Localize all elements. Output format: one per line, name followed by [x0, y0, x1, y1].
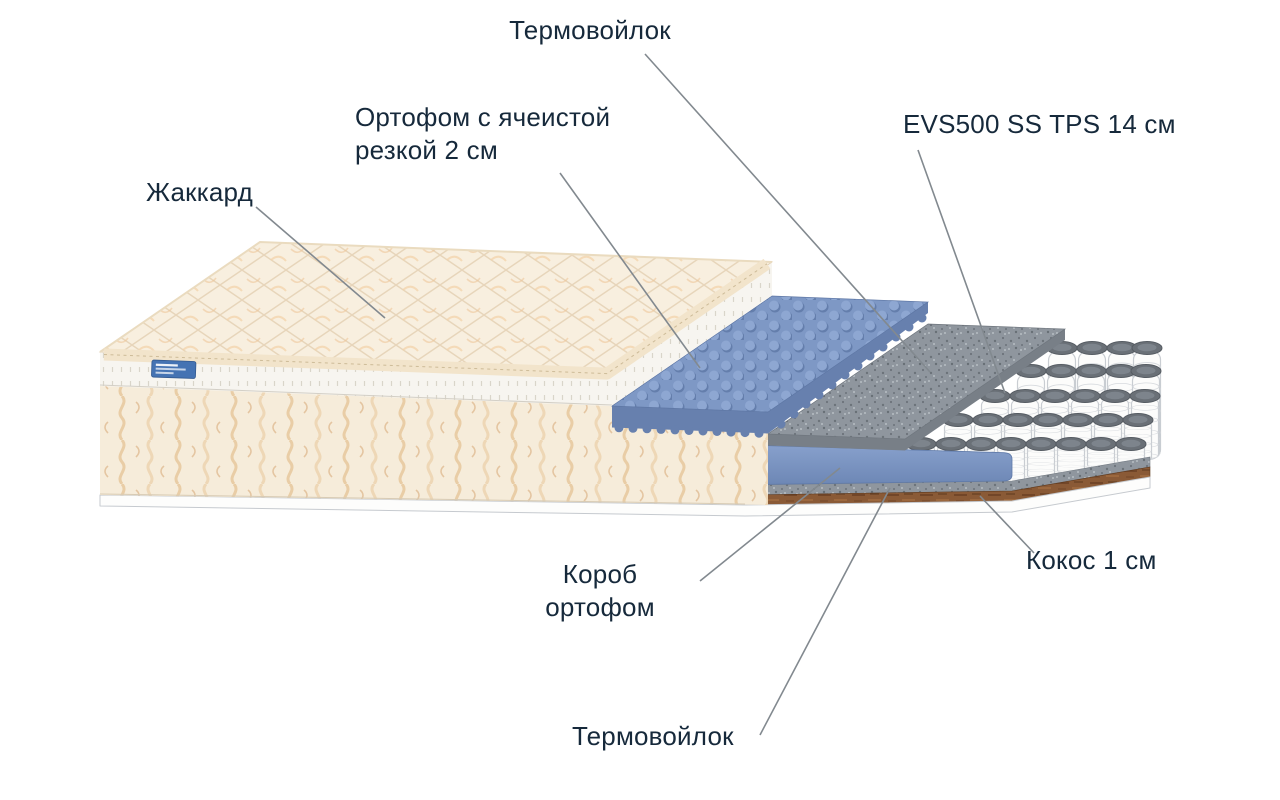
leader-line-orthofoam	[559, 172, 701, 369]
leader-line-thermofelt-bottom	[759, 487, 891, 736]
label-thermofelt-top: Термовойлок	[509, 15, 671, 45]
side-panel	[100, 386, 768, 505]
bottom-cover-band	[99, 476, 1151, 517]
leader-line-thermofelt-top	[644, 53, 931, 373]
label-box-line1: Короб	[562, 559, 638, 589]
leader-line-jacquard	[255, 206, 386, 319]
orthofoam-layer	[610, 295, 930, 438]
label-jacquard: Жаккард	[146, 177, 253, 207]
jacquard-right-edge	[612, 262, 772, 406]
jacquard-top-layer	[98, 240, 774, 406]
label-orthofoam-line1: Ортофом с ячеистой	[355, 102, 611, 132]
leader-line-box	[699, 467, 841, 582]
leader-line-coconut	[979, 495, 1035, 554]
leader-lines	[255, 53, 1035, 736]
label-box-orthofoam: Короб ортофом	[510, 558, 690, 624]
side-panel-seam	[99, 493, 746, 505]
jacquard-edge-band	[100, 352, 612, 406]
label-orthofoam-line2: резкой 2 см	[355, 135, 498, 165]
label-coconut: Кокос 1 см	[1026, 545, 1157, 575]
label-orthofoam-cellular: Ортофом с ячеистой резкой 2 см	[355, 101, 610, 167]
orthofoam-eggcrate-bumps	[614, 313, 927, 438]
brand-tag	[151, 359, 197, 379]
label-box-line2: ортофом	[545, 592, 655, 622]
label-spring-unit: EVS500 SS TPS 14 см	[903, 109, 1176, 139]
leader-line-springs	[917, 149, 1006, 394]
label-thermofelt-bottom: Термовойлок	[572, 721, 734, 751]
